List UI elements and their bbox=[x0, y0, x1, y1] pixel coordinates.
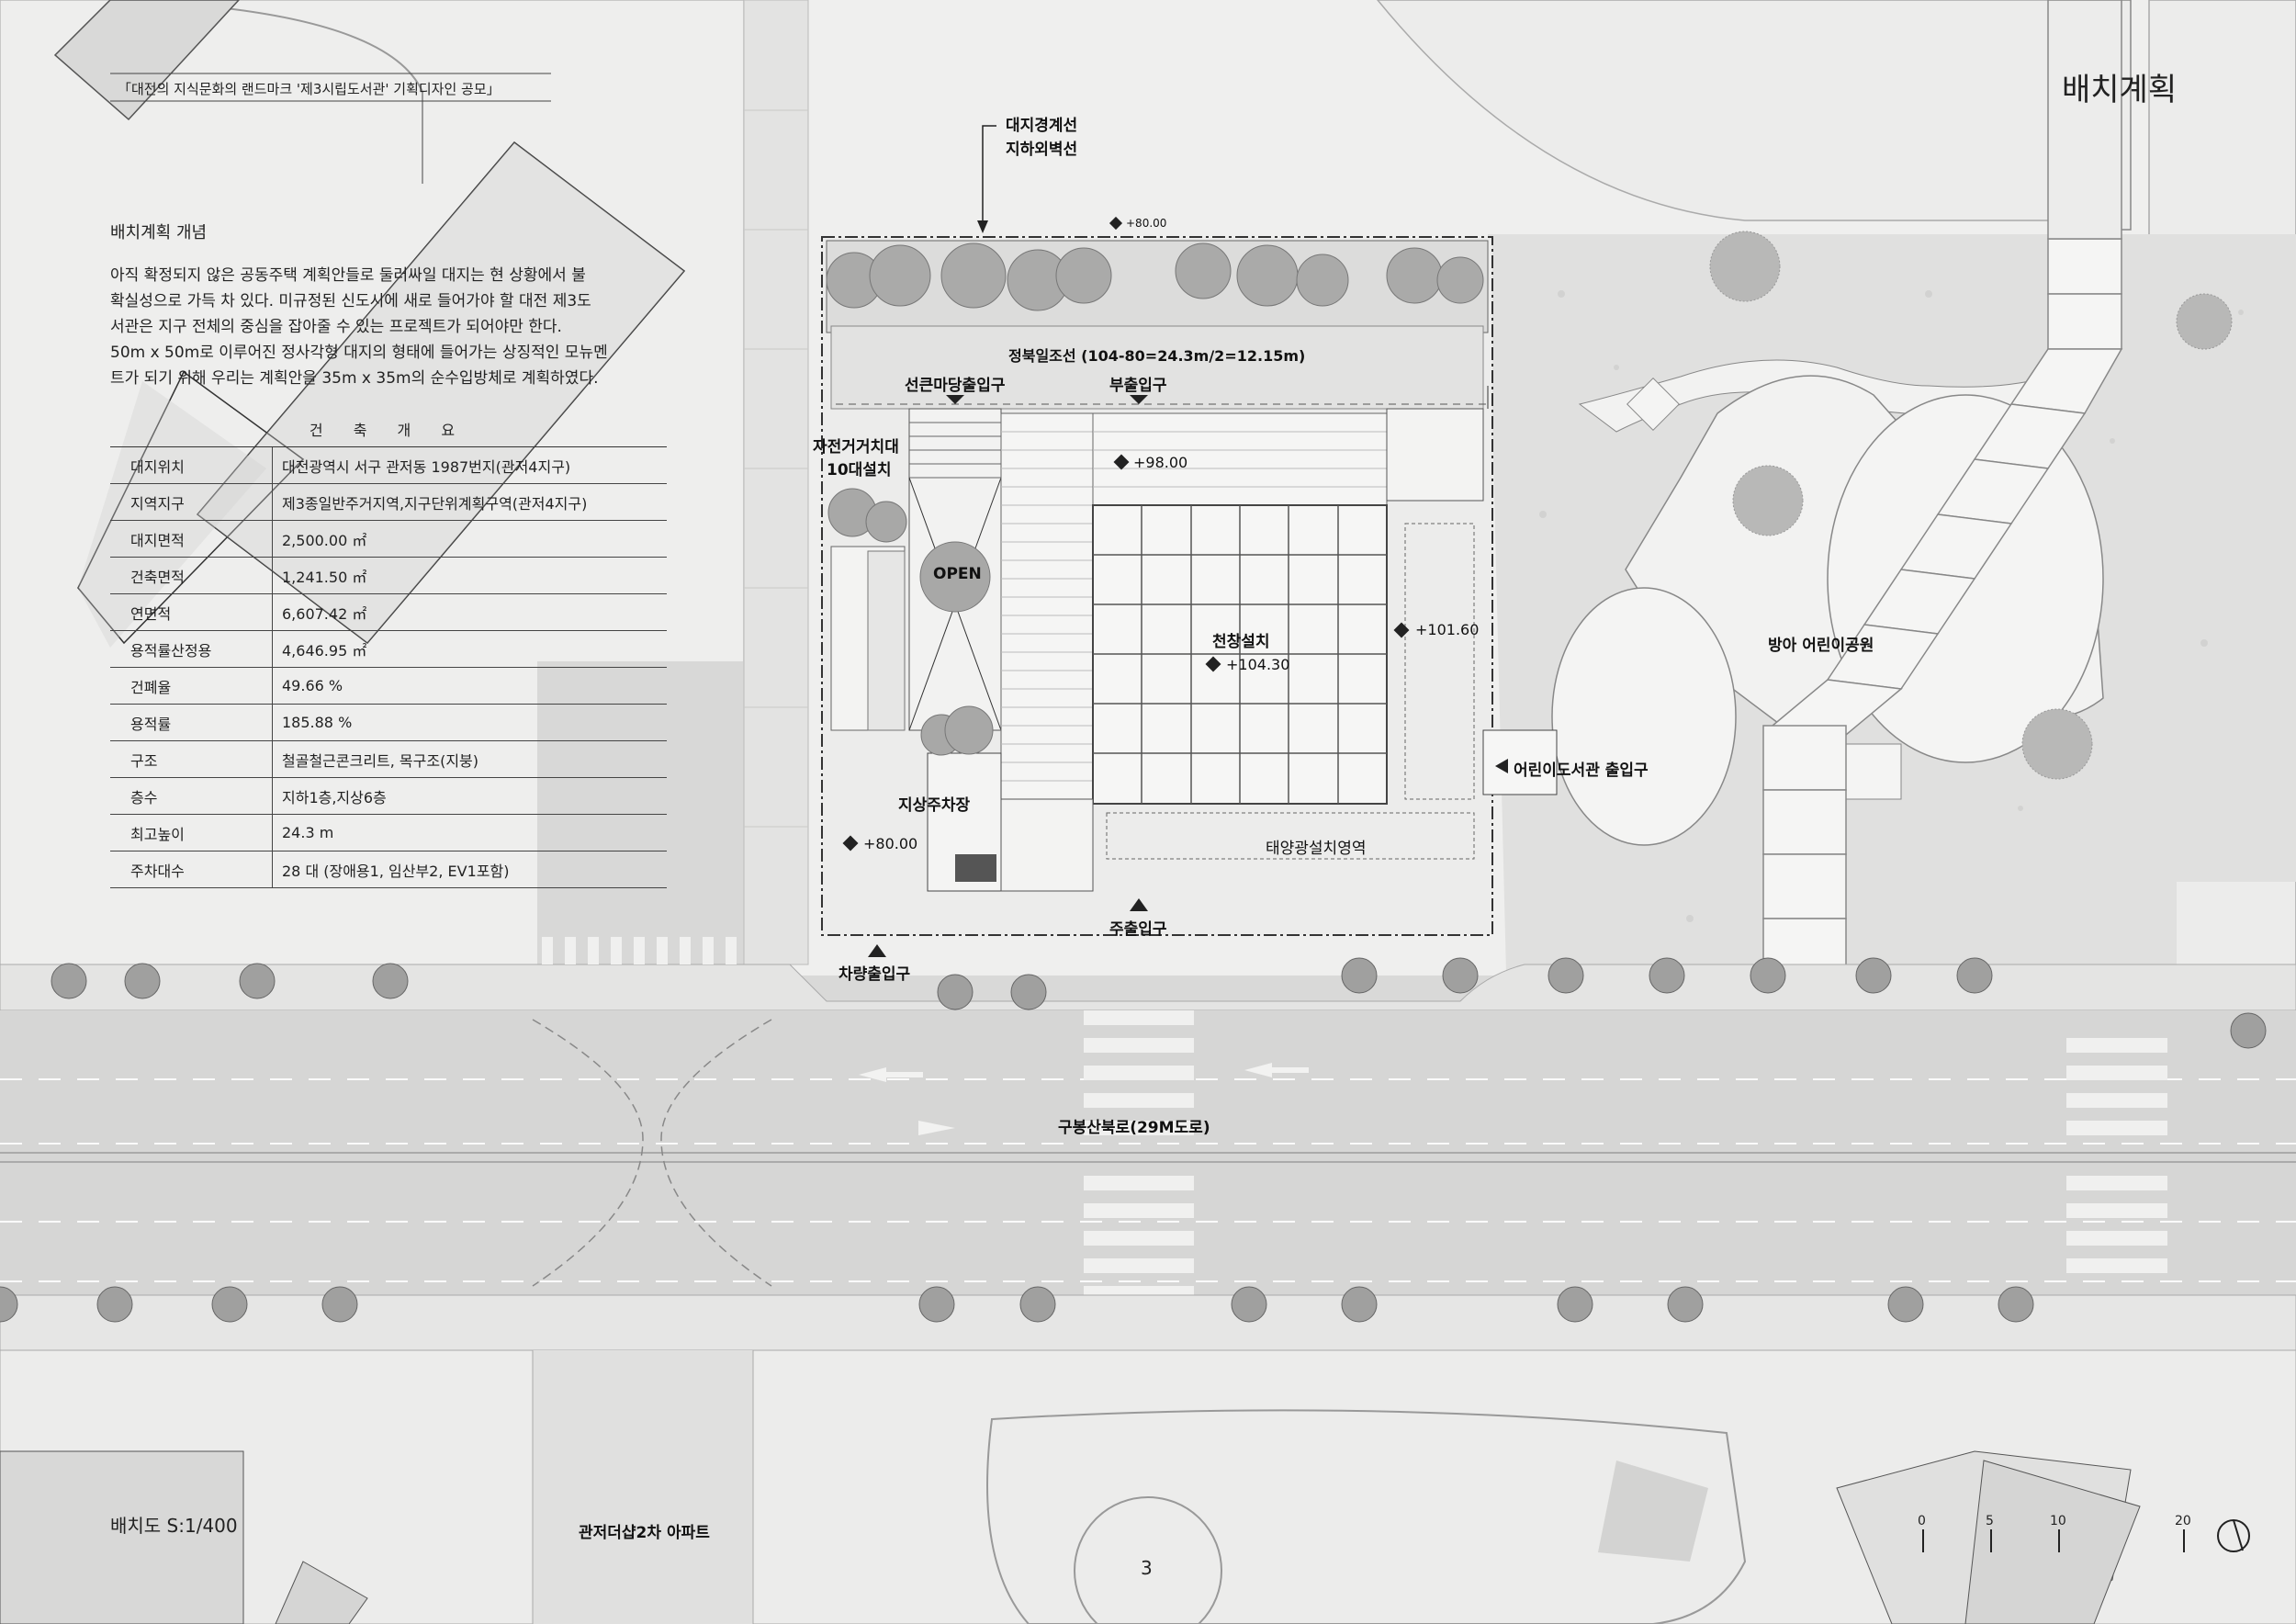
spec-title: 건 축 개 요 bbox=[110, 412, 667, 447]
spec-value: 4,646.95 ㎡ bbox=[272, 630, 667, 668]
spec-key: 건폐율 bbox=[110, 667, 273, 705]
concept-line: 서관은 지구 전체의 중심을 잡아줄 수 있는 프로젝트가 되어야만 한다. bbox=[110, 318, 562, 336]
road-label: 구봉산북로(29M도로) bbox=[1058, 1119, 1210, 1137]
scale-tick: 10 bbox=[2050, 1514, 2066, 1528]
concept-line: 50m x 50m로 이루어진 정사각형 대지의 형태에 들어가는 상징적인 모… bbox=[110, 344, 608, 362]
surface-parking-label: 지상주차장 bbox=[898, 796, 971, 815]
solar-area-label: 태양광설치영역 bbox=[1266, 840, 1367, 858]
concept-line: 아직 확정되지 않은 공동주택 계획안들로 둘러싸일 대지는 현 상황에서 불 bbox=[110, 266, 586, 285]
spec-key: 층수 bbox=[110, 777, 273, 815]
scale-tick: 0 bbox=[1918, 1514, 1926, 1528]
spec-key: 용적률산정용 bbox=[110, 630, 273, 668]
underground-wall-label: 지하외벽선 bbox=[1006, 141, 1078, 159]
park-label: 방아 어린이공원 bbox=[1768, 637, 1874, 655]
level-label: +80.00 bbox=[863, 835, 918, 852]
competition-title: 「대전의 지식문화의 랜드마크 '제3시립도서관' 기획디자인 공모」 bbox=[118, 81, 501, 97]
scale-tick: 5 bbox=[1986, 1514, 1994, 1528]
level-label: +104.30 bbox=[1226, 656, 1290, 673]
level-label: +80.00 bbox=[1126, 217, 1167, 230]
scale-tick: 20 bbox=[2175, 1514, 2191, 1528]
concept-title: 배치계획 개념 bbox=[110, 223, 208, 242]
scale-title: 배치도 S:1/400 bbox=[110, 1515, 238, 1537]
spec-value: 6,607.42 ㎡ bbox=[272, 593, 667, 631]
setback-label: 정북일조선 (104-80=24.3m/2=12.15m) bbox=[1008, 347, 1306, 365]
spec-key: 지역지구 bbox=[110, 483, 273, 521]
car-entry-label: 차량출입구 bbox=[838, 965, 911, 984]
spec-value: 대전광역시 서구 관저동 1987번지(관저4지구) bbox=[272, 446, 667, 484]
concept-line: 확실성으로 가득 차 있다. 미규정된 신도시에 새로 들어가야 할 대전 제3… bbox=[110, 292, 591, 310]
kids-library-entry-label: 어린이도서관 출입구 bbox=[1514, 761, 1649, 780]
spec-key: 대지위치 bbox=[110, 446, 273, 484]
spec-value: 제3종일반주거지역,지구단위계획구역(관저4지구) bbox=[272, 483, 667, 521]
open-label: OPEN bbox=[933, 565, 982, 583]
spec-value: 2,500.00 ㎡ bbox=[272, 520, 667, 558]
plaza-entry-label: 선큰마당출입구 bbox=[905, 377, 1006, 395]
spec-key: 건축면적 bbox=[110, 557, 273, 594]
spec-key: 구조 bbox=[110, 740, 273, 778]
spec-key: 최고높이 bbox=[110, 814, 273, 851]
spec-key: 연면적 bbox=[110, 593, 273, 631]
spec-value: 28 대 (장애용1, 임산부2, EV1포함) bbox=[272, 851, 667, 888]
apartment-label: 관저더샵2차 아파트 bbox=[579, 1524, 710, 1542]
boundary-label: 대지경계선 bbox=[1006, 117, 1078, 135]
skylight-label: 천창설치 bbox=[1212, 633, 1270, 651]
level-label: +101.60 bbox=[1415, 621, 1480, 638]
bike-rack-label: 자전거거치대 bbox=[813, 438, 899, 457]
page-title: 배치계획 bbox=[2062, 72, 2178, 108]
sub-entry-label: 부출입구 bbox=[1109, 377, 1167, 395]
concept-line: 트가 되기 위해 우리는 계획안을 35m x 35m의 순수입방체로 계획하였… bbox=[110, 369, 599, 388]
page-number: 3 bbox=[1141, 1557, 1153, 1579]
spec-value: 1,241.50 ㎡ bbox=[272, 557, 667, 594]
spec-value: 24.3 m bbox=[272, 814, 667, 851]
spec-value: 185.88 % bbox=[272, 704, 667, 741]
spec-value: 철골철근콘크리트, 목구조(지붕) bbox=[272, 740, 667, 778]
bike-rack-label: 10대설치 bbox=[827, 461, 892, 479]
spec-key: 주차대수 bbox=[110, 851, 273, 888]
concept-text: 배치계획 개념 아직 확정되지 않은 공동주택 계획안들로 둘러싸일 대지는 현… bbox=[110, 220, 670, 391]
spec-value: 지하1층,지상6층 bbox=[272, 777, 667, 815]
main-entry-label: 주출입구 bbox=[1109, 920, 1167, 939]
spec-value: 49.66 % bbox=[272, 667, 667, 705]
level-label: +98.00 bbox=[1133, 454, 1188, 471]
spec-key: 용적률 bbox=[110, 704, 273, 741]
spec-key: 대지면적 bbox=[110, 520, 273, 558]
